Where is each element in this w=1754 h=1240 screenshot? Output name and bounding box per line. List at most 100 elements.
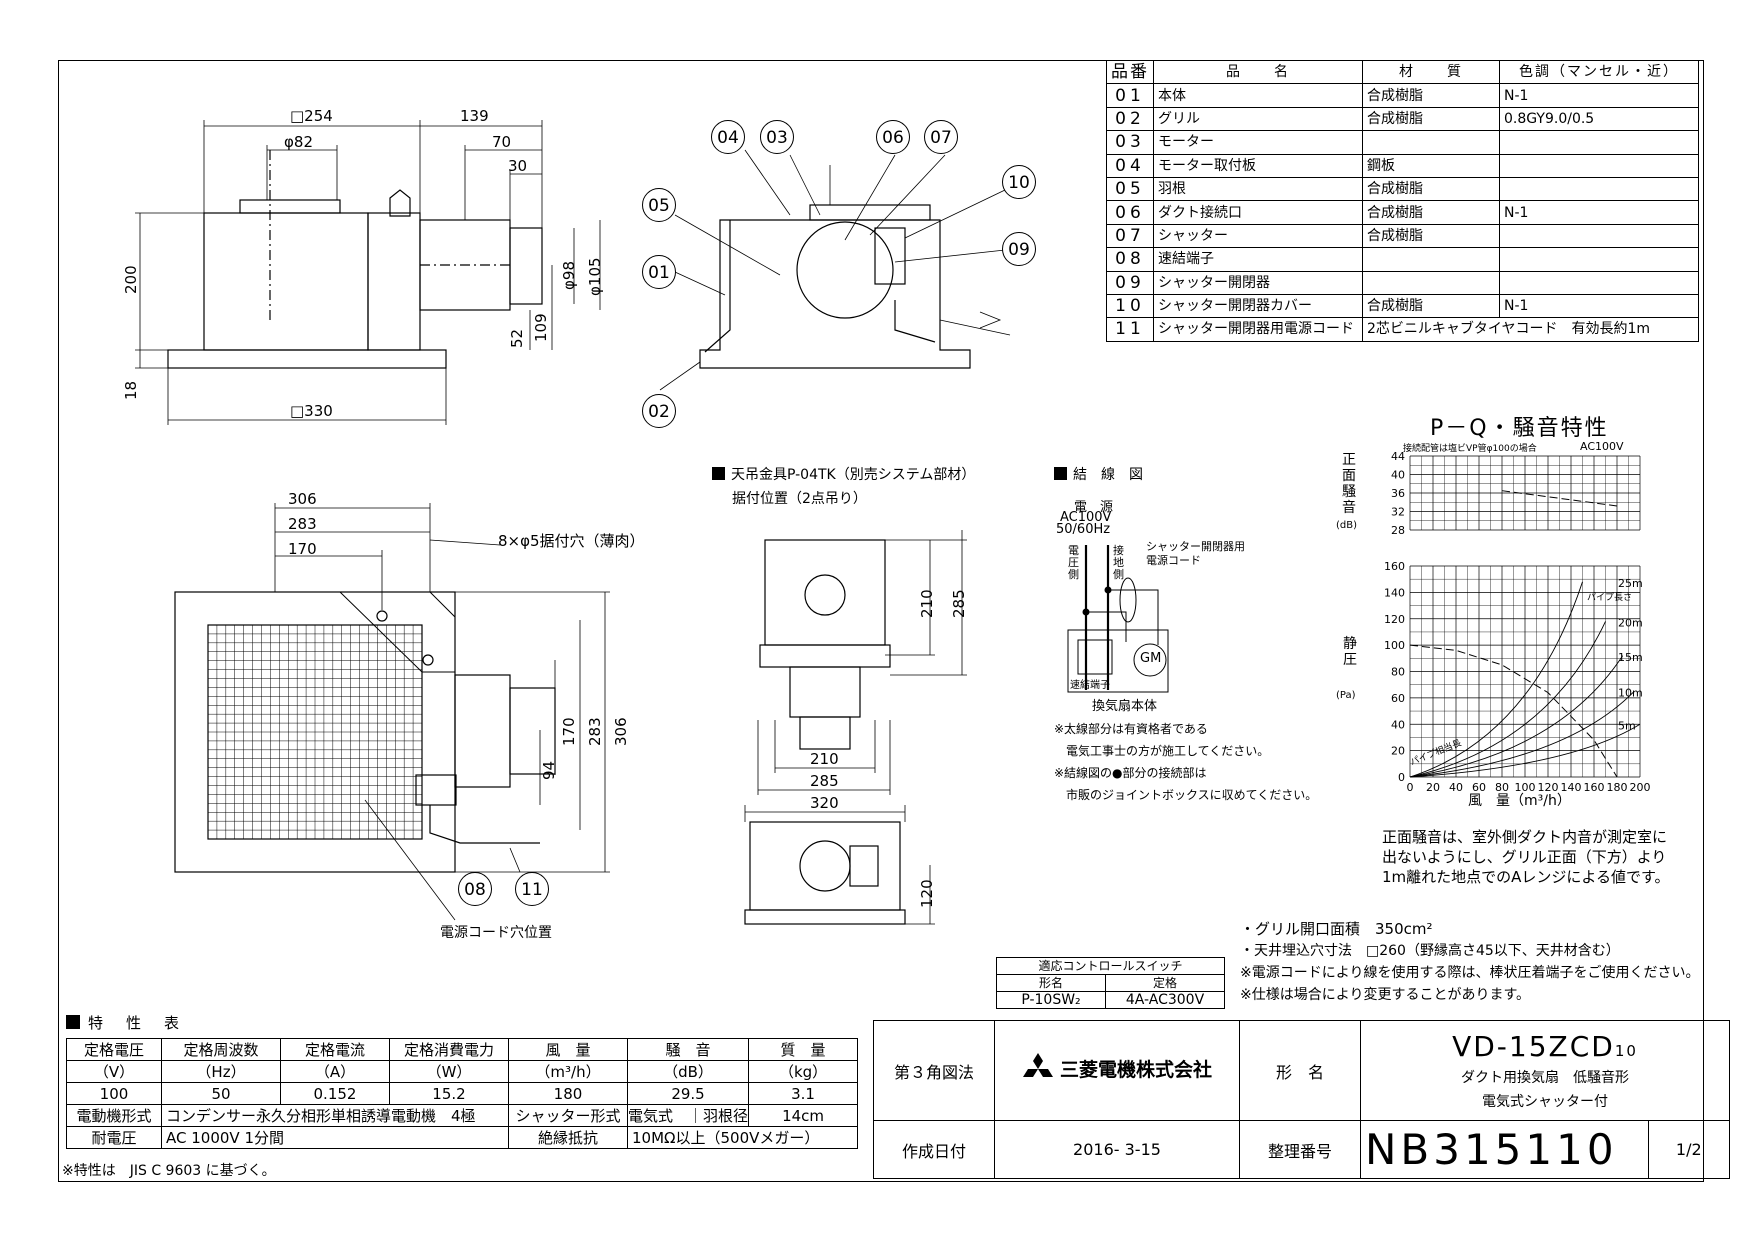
dim-bracket-285v: 285 — [950, 589, 968, 618]
wiring-power-label: 電 源 — [1074, 500, 1114, 515]
dim-109: 109 — [532, 313, 550, 342]
char-values-cell: 15.2 — [389, 1082, 509, 1105]
parts-cell: シャッター開閉器カバー — [1153, 293, 1363, 319]
model-desc1: ダクト用換気扇 低騒音形 — [1461, 1070, 1629, 1086]
parts-cell: 鋼板 — [1362, 153, 1500, 178]
shutter-value: 電気式 ｜羽根径 — [626, 1104, 750, 1127]
parts-header-1: 品 名 — [1153, 59, 1363, 85]
pq-note3: 1m離れた地点でのAレンジによる値です。 — [1382, 868, 1670, 886]
balloon-09: 09 — [1002, 232, 1036, 266]
noise-ytick: 44 — [1391, 450, 1405, 463]
balloon-04: 04 — [711, 120, 745, 154]
cord-hole-label: 電源コード穴位置 — [440, 925, 552, 941]
doc-number: NB315110 — [1360, 1120, 1649, 1179]
projection-method: 第３角図法 — [873, 1020, 995, 1121]
pressure-ytick: 140 — [1384, 586, 1405, 599]
parts-cell — [1362, 247, 1500, 272]
parts-header-0: 品番 — [1106, 59, 1154, 85]
pq-voltage: AC100V — [1580, 440, 1624, 453]
char-units-cell: （V） — [66, 1060, 162, 1083]
pressure-xtick: 20 — [1426, 781, 1440, 794]
balloon-11: 11 — [515, 872, 549, 906]
parts-cell: 合成樹脂 — [1362, 200, 1500, 225]
parts-cell: 11 — [1106, 317, 1154, 342]
parts-cell: 本体 — [1153, 83, 1363, 108]
dim-18: 18 — [122, 380, 140, 400]
pq-curve — [1409, 644, 1618, 778]
char-headers-cell: 定格電圧 — [66, 1038, 162, 1061]
noise-ytick: 28 — [1391, 524, 1405, 537]
parts-cell — [1499, 247, 1699, 272]
bracket-subtitle: 据付位置（2点吊り） — [732, 491, 867, 507]
note-grille-area: ・グリル開口面積 350cm² — [1240, 920, 1433, 938]
pressure-xtick: 40 — [1449, 781, 1463, 794]
balloon-08: 08 — [458, 872, 492, 906]
wiring-note1: ※太線部分は有資格者である — [1054, 722, 1208, 736]
balloon-10: 10 — [1002, 165, 1036, 199]
pipe-length-tick: 25m — [1618, 577, 1643, 590]
dim-v170: 170 — [560, 717, 578, 746]
bottom-view-dims — [274, 503, 610, 921]
shutter-label: シャッター形式 — [508, 1104, 628, 1127]
pressure-ylabel: 静 圧 — [1343, 636, 1371, 668]
balloon-07: 07 — [924, 120, 958, 154]
bracket-view-drawing — [744, 539, 906, 925]
parts-cell: 2芯ビニルキャブタイヤコード 有効長約1m — [1362, 317, 1699, 342]
char-values-cell: 3.1 — [748, 1082, 859, 1105]
wiring-body: 換気扇本体 — [1092, 699, 1158, 714]
characteristics-note: ※特性は JIS C 9603 に基づく。 — [62, 1163, 276, 1179]
motor-value: コンデンサー永久分相形単相誘導電動機 4極 — [161, 1104, 509, 1127]
dim-v94: 94 — [540, 760, 558, 780]
wiring-cord-label: シャッター開閉器用電源コード — [1146, 540, 1245, 567]
pq-note1: 正面騒音は、室外側ダクト内音が測定室に — [1382, 828, 1668, 846]
parts-cell: シャッター開閉器用電源コード — [1153, 317, 1363, 342]
char-units-cell: （A） — [280, 1060, 390, 1083]
dim-139: 139 — [460, 107, 489, 125]
parts-cell — [1362, 130, 1500, 155]
char-headers-cell: 風 量 — [508, 1038, 628, 1061]
note-cord: ※電源コードにより線を使用する際は、棒状圧着端子をご使用ください。 — [1240, 965, 1700, 981]
motor-label: 電動機形式 — [66, 1104, 162, 1127]
top-view-drawing — [167, 150, 543, 369]
wiring-terminal: 速結端子 — [1070, 680, 1110, 691]
pressure-xtick: 140 — [1561, 781, 1582, 794]
switch-title: 適応コントロールスイッチ — [996, 957, 1225, 975]
note-ceiling-hole: ・天井埋込穴寸法 □260（野縁高さ45以下、天井材含む） — [1240, 943, 1620, 959]
parts-cell: 0.8GY9.0/0.5 — [1499, 106, 1699, 132]
dim-105: φ105 — [586, 257, 604, 296]
parts-cell: 01 — [1106, 83, 1154, 108]
characteristics-table: 定格電圧定格周波数定格電流定格消費電力風 量騒 音質 量 （V）（Hz）（A）（… — [66, 1038, 859, 1149]
balloon-03: 03 — [760, 120, 794, 154]
dim-v283: 283 — [586, 717, 604, 746]
parts-cell: N-1 — [1499, 83, 1699, 108]
parts-cell: 合成樹脂 — [1362, 293, 1500, 319]
pq-condition: 接続配管は塩ビVP管φ100の場合 — [1403, 444, 1537, 454]
dim-306: 306 — [288, 490, 317, 508]
pipe-length-tick: 10m — [1618, 687, 1643, 700]
dim-v306: 306 — [612, 717, 630, 746]
wiring-live: 電圧側 — [1068, 544, 1079, 581]
parts-header-2: 材 質 — [1362, 59, 1500, 85]
pipe-resistance-curve — [1409, 723, 1641, 778]
parts-cell: 06 — [1106, 200, 1154, 225]
pressure-ytick: 100 — [1384, 639, 1405, 652]
parts-cell: 10 — [1106, 293, 1154, 319]
parts-cell — [1362, 270, 1500, 295]
pq-note2: 出ないようにし、グリル正面（下方）より — [1382, 848, 1667, 866]
switch-model: P-10SW₂ — [996, 991, 1106, 1009]
parts-cell: 合成樹脂 — [1362, 106, 1500, 132]
bracket-title: 天吊金具P-04TK（別売システム部材） — [712, 464, 975, 484]
parts-cell: 03 — [1106, 130, 1154, 155]
noise-unit: (dB) — [1336, 520, 1358, 531]
pipe-length-tick: 5m — [1618, 720, 1636, 733]
company-name: 三菱電機株式会社 — [994, 1020, 1240, 1121]
pressure-xtick: 0 — [1407, 781, 1414, 794]
balloon-06: 06 — [876, 120, 910, 154]
pipe-length-tick: 20m — [1618, 617, 1643, 630]
drawing-frame — [58, 60, 1704, 1182]
char-headers-cell: 定格周波数 — [161, 1038, 281, 1061]
